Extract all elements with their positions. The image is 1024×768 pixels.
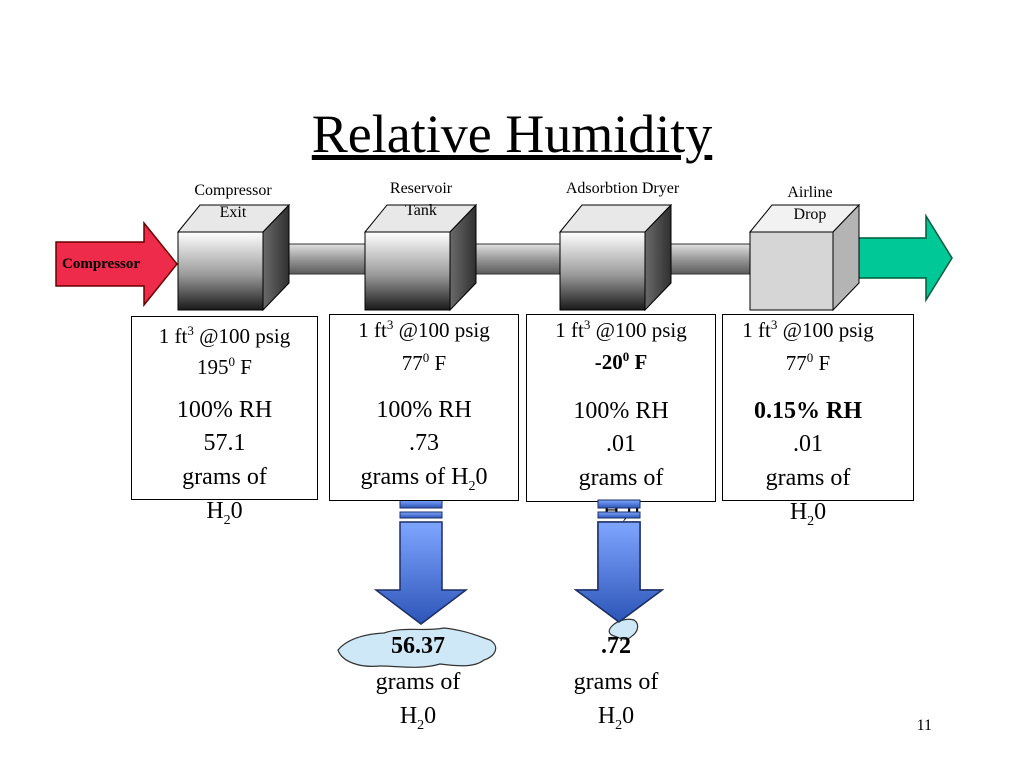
water-puddle-1 <box>337 627 497 668</box>
airline-drop-cube <box>748 203 861 312</box>
page-number: 11 <box>916 717 932 734</box>
drain-1-text: 56.37 grams of H20 <box>338 633 498 733</box>
reservoir-tank-cube <box>363 203 478 312</box>
drain-2-value: .72 <box>601 633 631 659</box>
compressor-input-arrow <box>55 220 178 308</box>
drain-2-text: .72 grams of H20 <box>536 633 696 733</box>
stage-info-box-compressor-exit <box>131 316 318 500</box>
stage-info-box-adsorbtion-dryer <box>526 314 716 502</box>
stage-info-box-airline-drop <box>722 314 914 501</box>
output-arrow <box>849 213 953 303</box>
drain-arrow-1 <box>373 499 469 625</box>
compressor-exit-cube <box>176 203 291 312</box>
compressor-label: Compressor <box>62 256 141 272</box>
stage-info-box-reservoir-tank <box>329 314 519 501</box>
adsorbtion-dryer-cube <box>558 203 673 312</box>
water-puddle-2 <box>608 618 639 640</box>
page-title: Relative Humidity <box>311 104 713 164</box>
stage-label-adsorbtion-dryer: Adsorbtion Dryer <box>565 180 680 197</box>
drain-1-value: 56.37 <box>391 633 445 659</box>
